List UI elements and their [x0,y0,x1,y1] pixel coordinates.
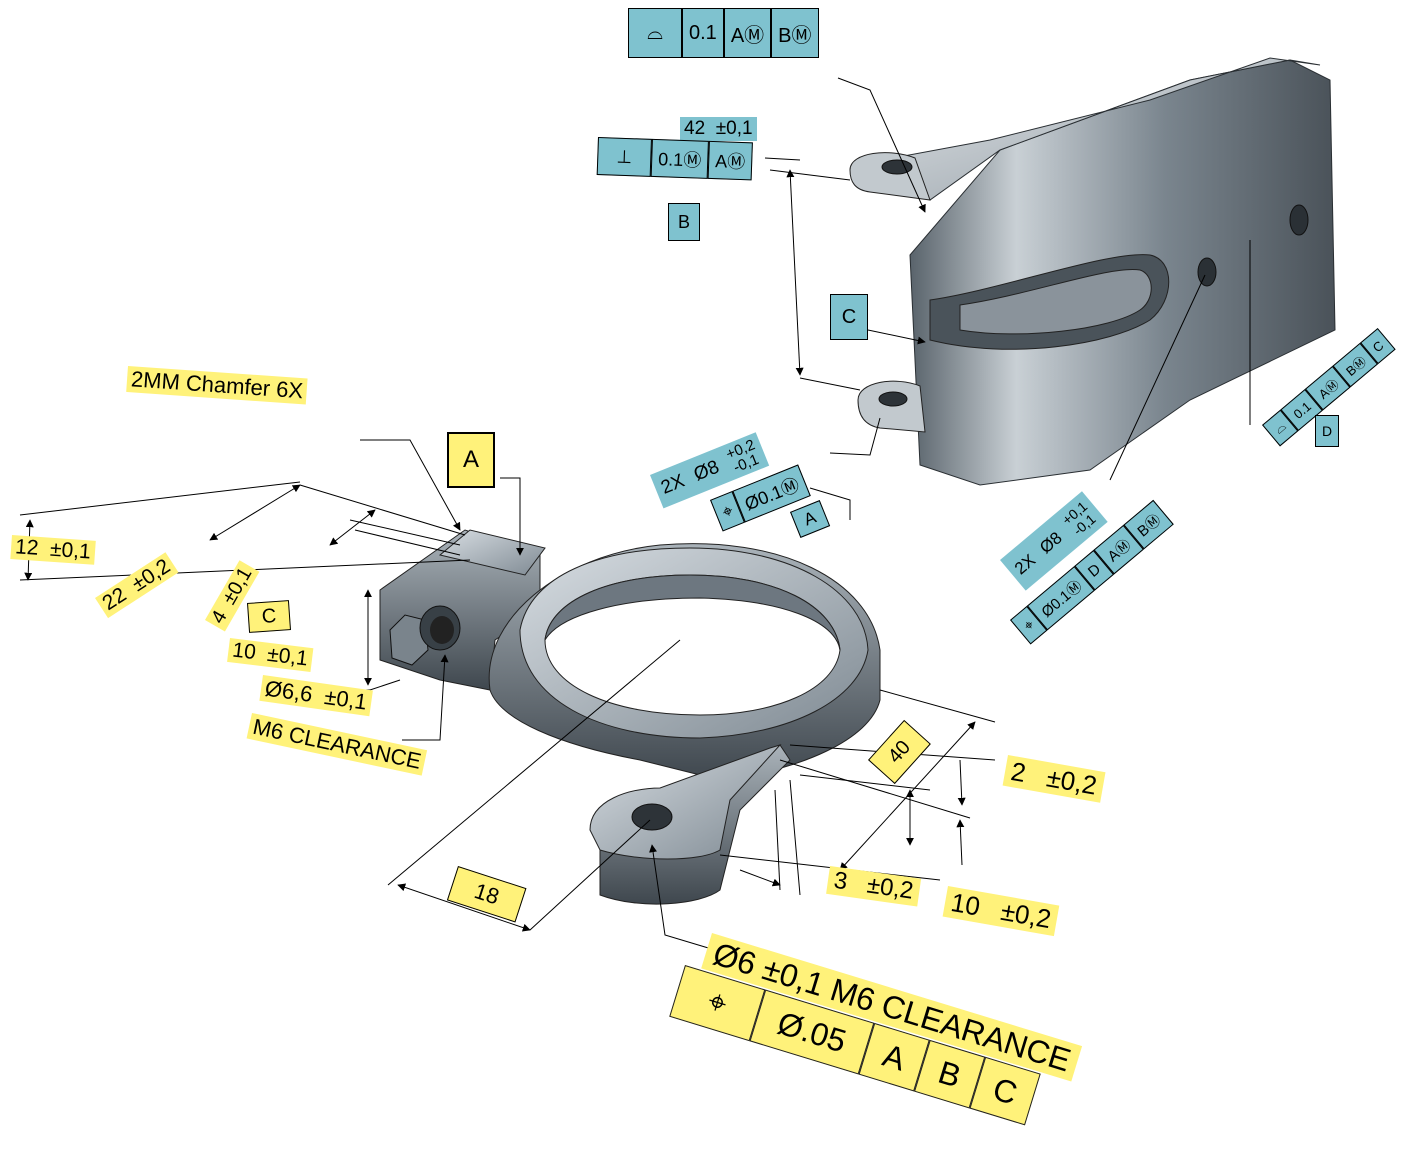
profile-fcf: ⌓ 0.1 AⓂ BⓂ [628,8,819,58]
handle-part [849,57,1336,486]
perpendicular-icon: ⊥ [596,137,652,177]
perpendicularity-fcf: ⊥ 0.1Ⓜ AⓂ [596,137,753,181]
datum-b: B [668,203,700,241]
datum-a-clamp: A [447,432,495,488]
datum-c-handle: C [830,294,868,340]
profile-symbol-icon: ⌓ [628,8,682,58]
dim-42: 42 ±0,1 [680,117,757,141]
clamp-part [379,529,881,905]
datum-d: D [1315,415,1339,447]
datum-c-clamp: C [247,600,291,633]
